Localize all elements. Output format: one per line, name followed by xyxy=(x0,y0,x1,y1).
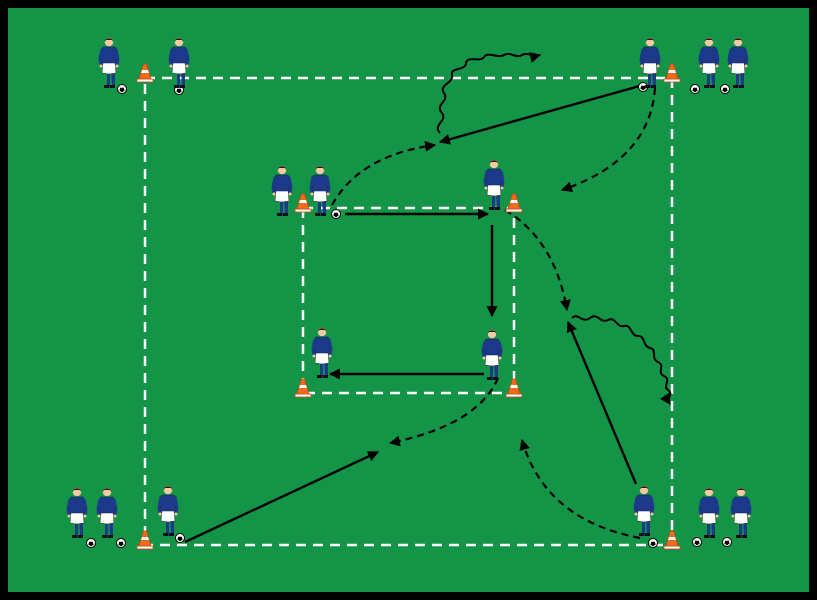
dribble-arrow xyxy=(436,52,542,134)
ball xyxy=(648,538,658,548)
ball xyxy=(116,538,126,548)
ball xyxy=(331,209,341,219)
ball xyxy=(175,533,185,543)
ball xyxy=(720,84,730,94)
ball xyxy=(86,538,96,548)
run-arrow xyxy=(504,209,571,312)
dribble-arrow xyxy=(571,315,672,405)
run-arrows xyxy=(331,87,657,540)
ball xyxy=(692,537,702,547)
inner-square-boundary xyxy=(301,206,516,395)
pass-arrow xyxy=(184,450,379,544)
pass-arrows xyxy=(184,83,644,544)
ball xyxy=(117,84,127,94)
pass-arrow xyxy=(566,320,638,485)
run-arrow xyxy=(388,377,500,447)
run-arrow xyxy=(560,87,657,193)
ball xyxy=(690,84,700,94)
run-arrow xyxy=(519,438,641,540)
ball xyxy=(722,537,732,547)
dribble-arrows xyxy=(436,52,672,405)
pass-arrow xyxy=(438,83,644,145)
outer-square-boundary xyxy=(143,76,674,547)
run-arrow xyxy=(331,140,437,206)
